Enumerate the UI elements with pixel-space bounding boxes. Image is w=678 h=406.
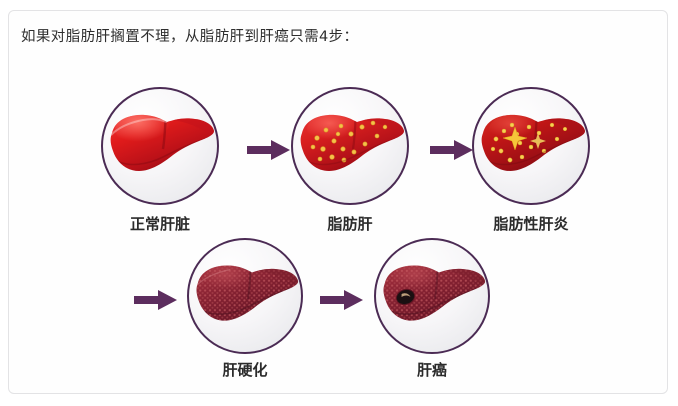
stage-fatty-liver-label: 脂肪肝	[327, 215, 373, 233]
normal-liver-illustration	[110, 114, 214, 171]
steatohepatitis-illustration	[481, 114, 585, 171]
stage-cirrhosis-disc	[187, 238, 303, 354]
arrow-2	[430, 139, 474, 161]
fatty-liver-illustration	[300, 114, 404, 171]
arrow-4	[320, 289, 364, 311]
liver-cancer-illustration	[383, 265, 486, 321]
stage-normal-liver-label: 正常肝脏	[129, 215, 190, 233]
arrow-1	[247, 139, 291, 161]
infographic-card: 如果对脂肪肝搁置不理，从脂肪肝到肝癌只需4步：	[8, 10, 668, 394]
stage-fatty-liver-disc	[291, 87, 409, 205]
stage-cirrhosis-label: 肝硬化	[222, 361, 268, 379]
stage-liver-cancer-disc	[374, 238, 490, 354]
stage-steatohepatitis-disc	[472, 87, 590, 205]
arrow-3	[134, 289, 178, 311]
cirrhosis-illustration	[196, 265, 299, 321]
stage-steatohepatitis-label: 脂肪性肝炎	[493, 215, 569, 233]
stage-normal-liver-disc	[101, 87, 219, 205]
stage-liver-cancer-label: 肝癌	[416, 361, 447, 379]
page-title: 如果对脂肪肝搁置不理，从脂肪肝到肝癌只需4步：	[21, 29, 359, 45]
